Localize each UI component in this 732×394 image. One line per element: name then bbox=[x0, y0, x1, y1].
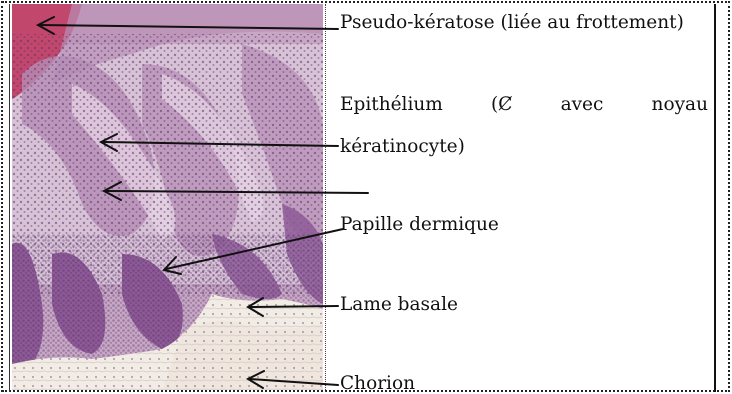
table-inner-border-right bbox=[714, 4, 716, 392]
label-papille-dermique: Papille dermique bbox=[340, 216, 499, 235]
table-border-left bbox=[1, 1, 3, 392]
label-epithelium-line1: Epithélium (Ȼ avec noyau bbox=[340, 96, 708, 115]
label-lame-basale: Lame basale bbox=[340, 296, 458, 315]
label-epithelium-word1: Epithélium bbox=[340, 96, 443, 115]
histology-micrograph bbox=[12, 4, 323, 390]
label-pseudo-keratose: Pseudo-kératose (liée au frottement) bbox=[340, 14, 684, 33]
label-epithelium-line2: kératinocyte) bbox=[340, 138, 465, 157]
label-epithelium-word3: avec bbox=[561, 96, 604, 115]
label-chorion: Chorion bbox=[340, 375, 415, 394]
label-epithelium-word2: (Ȼ bbox=[491, 96, 512, 115]
label-epithelium-word4: noyau bbox=[652, 96, 708, 115]
table-border-right bbox=[728, 1, 730, 392]
table-inner-border-left bbox=[9, 4, 10, 392]
table-column-divider bbox=[325, 4, 326, 392]
table-border-top bbox=[2, 1, 730, 3]
